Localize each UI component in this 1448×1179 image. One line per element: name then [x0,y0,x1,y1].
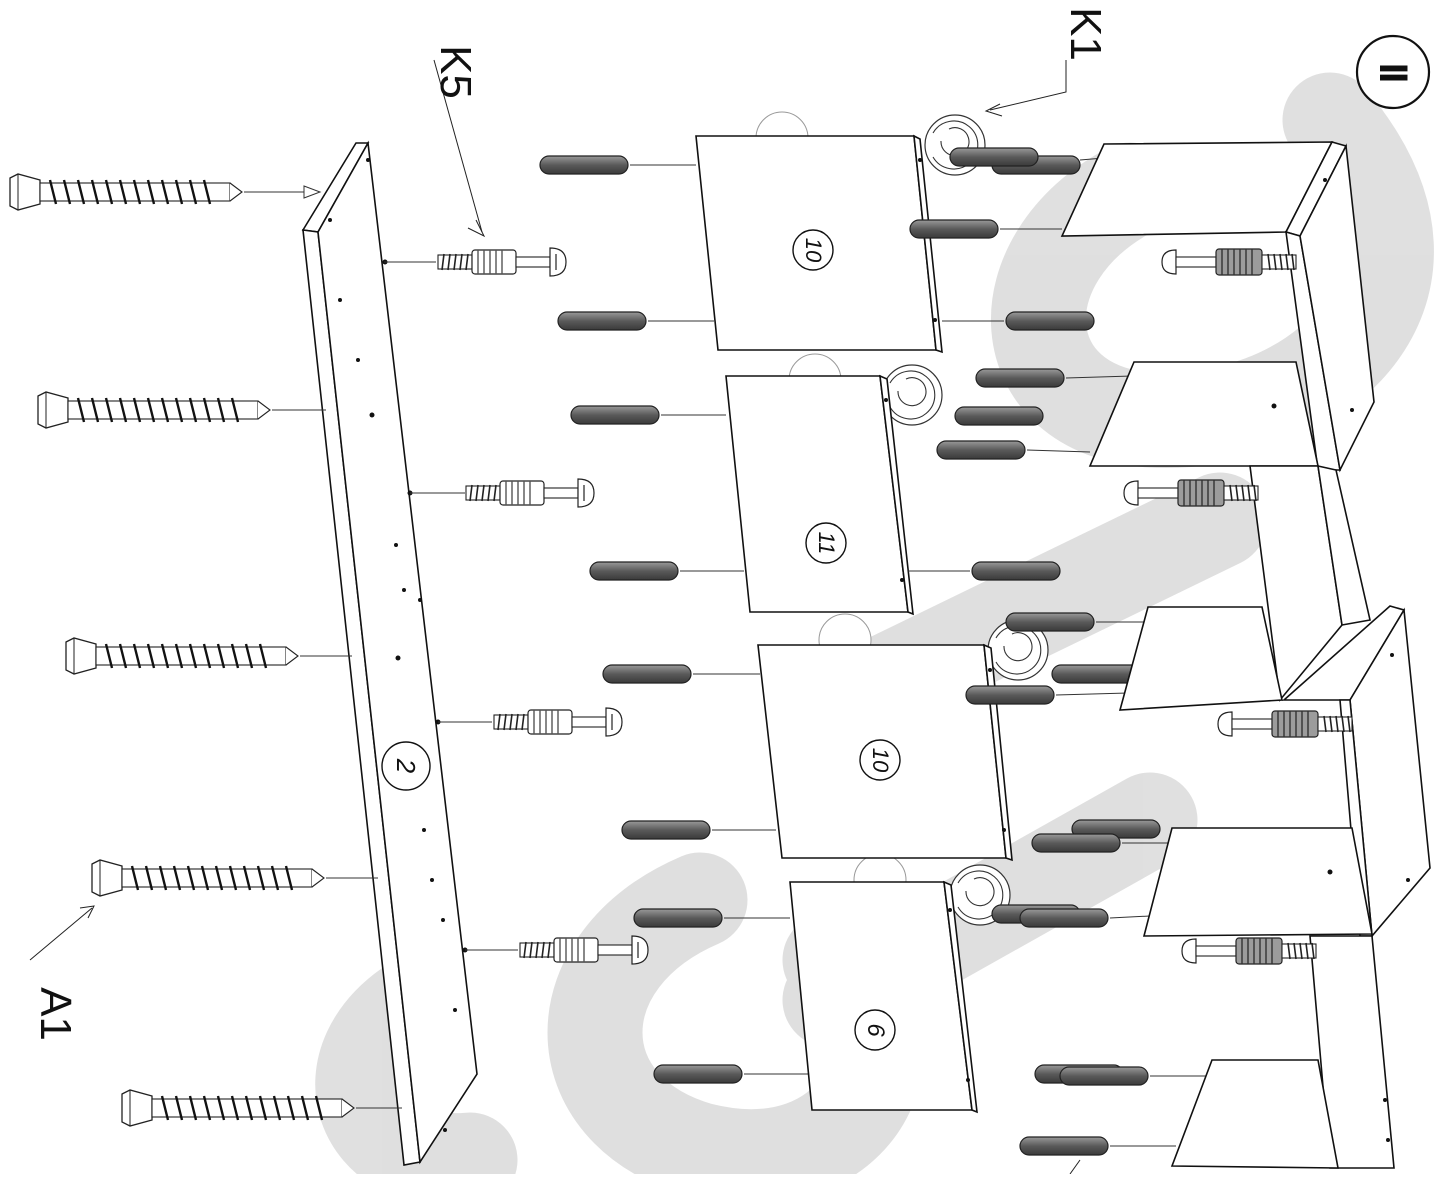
step-number: II [1371,62,1415,82]
dowels-right [908,147,1212,1156]
part-label-10-bottom: 10 [868,747,893,773]
part-label-11: 11 [814,531,839,555]
frame-holes [1271,178,1410,1142]
part-label-6: 6 [862,1023,889,1037]
part-circles [381,229,901,1051]
bolt-k5 [384,247,649,965]
leader-lines [29,59,1081,1175]
part-label-10-top: 10 [801,237,826,263]
panel-edge-holes [884,158,1006,1082]
top-board [301,140,478,1166]
callout-a1: A1 [31,987,80,1041]
callout-k1: K1 [1061,7,1110,61]
step-circle [1355,34,1431,110]
frame-assembly [1060,141,1431,1169]
screw-a1 [8,172,402,1128]
callout-k5: K5 [431,45,480,99]
part-label-2: 2 [391,758,421,774]
dowels-left [539,155,808,1084]
